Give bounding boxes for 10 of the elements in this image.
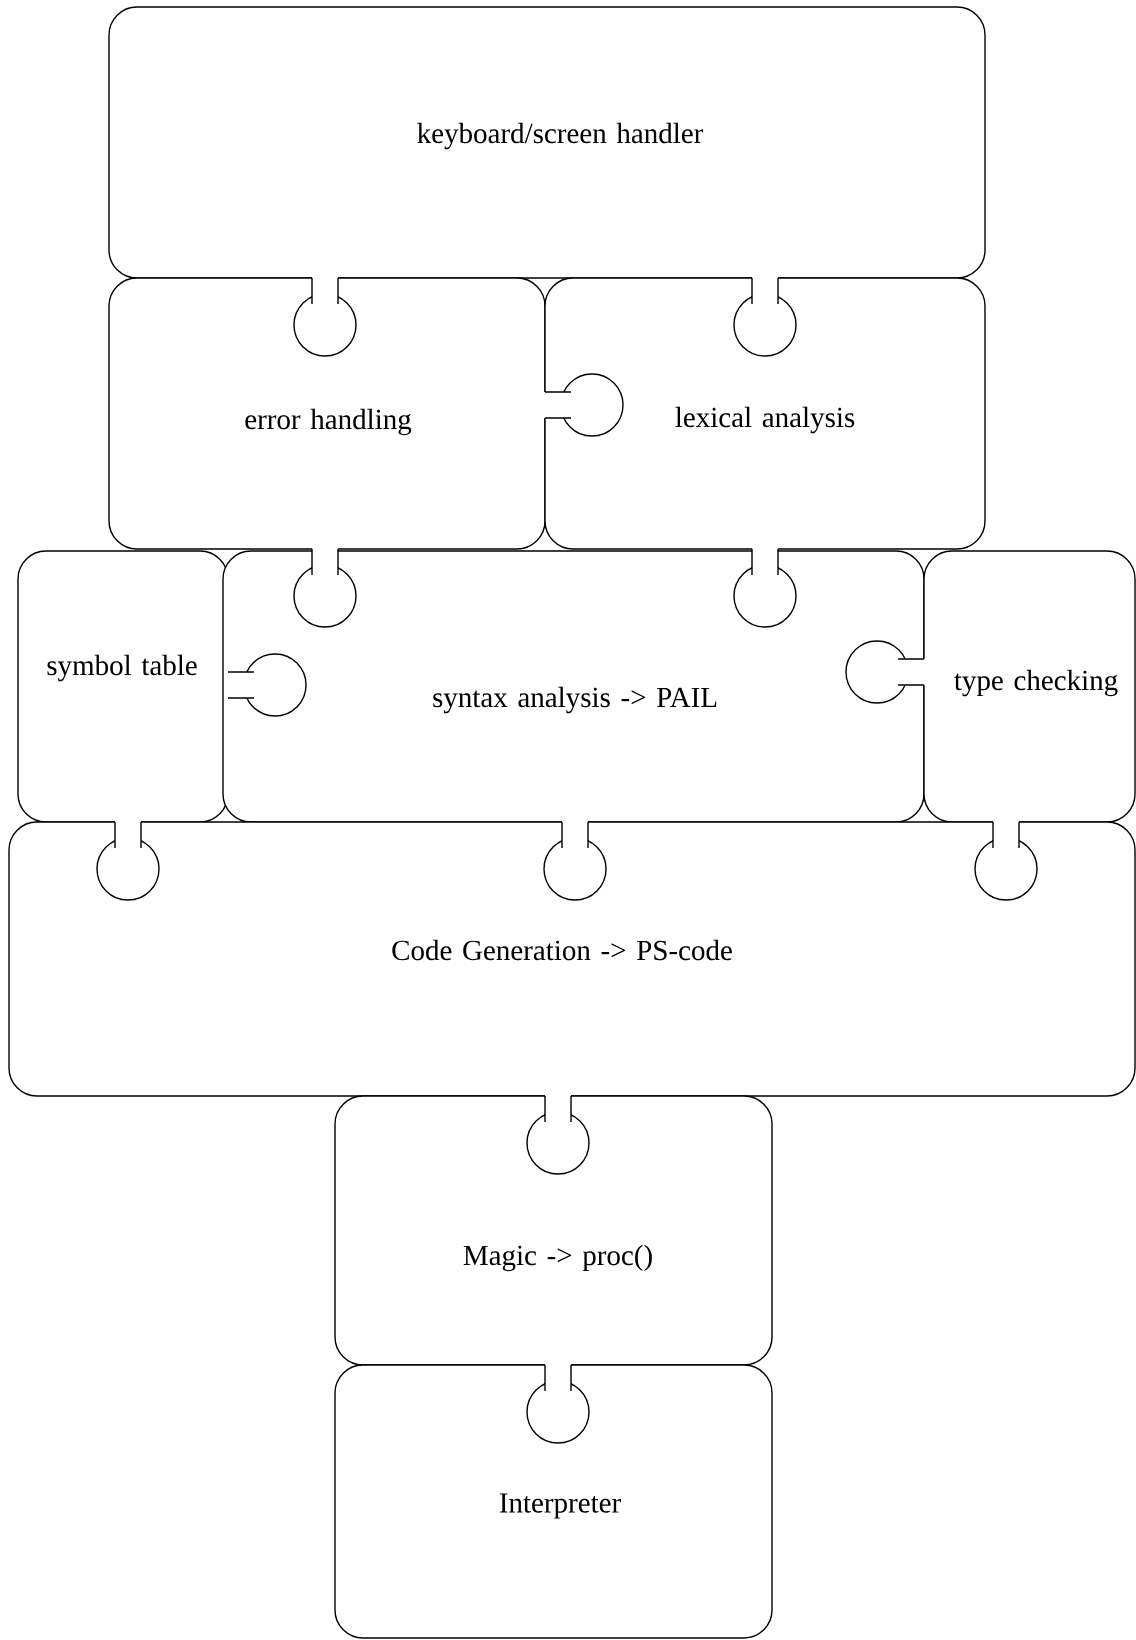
puzzle-piece: lexical analysis — [544, 277, 986, 550]
puzzle-piece: Interpreter — [334, 1364, 773, 1639]
puzzle-piece: Code Generation -> PS-code — [8, 821, 1136, 1097]
puzzle-piece: error handling — [108, 277, 546, 550]
puzzle-piece: symbol table — [17, 550, 229, 823]
puzzle-piece: keyboard/screen handler — [108, 6, 986, 279]
node-label: type checking — [954, 669, 1118, 697]
puzzle-piece: syntax analysis -> PAIL — [222, 550, 925, 823]
puzzle-piece: type checking — [923, 550, 1136, 823]
puzzle-piece: Magic -> proc() — [334, 1095, 773, 1366]
